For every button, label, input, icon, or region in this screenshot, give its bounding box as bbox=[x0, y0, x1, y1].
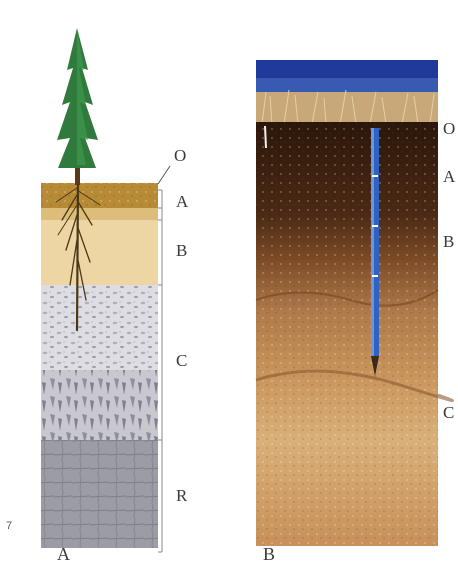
panel-a-label-b: B bbox=[176, 242, 187, 259]
panel-b-label-a: A bbox=[443, 168, 455, 185]
a-horizon-layer bbox=[41, 208, 158, 220]
panel-b-photograph bbox=[256, 60, 452, 546]
panel-a-label-a: A bbox=[176, 193, 188, 210]
horizon-scale-bar bbox=[158, 190, 162, 552]
panel-b-caption: B bbox=[263, 545, 275, 563]
c-horizon-lower-layer bbox=[41, 370, 158, 440]
panel-a-illustration bbox=[41, 28, 170, 552]
panel-b-label-o: O bbox=[443, 120, 455, 137]
photo-grass bbox=[256, 92, 438, 124]
panel-a-label-r: R bbox=[176, 487, 187, 504]
page-number: 7 bbox=[6, 520, 12, 532]
panel-a-caption: A bbox=[57, 545, 70, 563]
c-horizon-layer bbox=[41, 285, 158, 370]
panel-a-label-c: C bbox=[176, 352, 187, 369]
r-horizon-layer bbox=[41, 440, 158, 548]
b-horizon-layer bbox=[41, 220, 158, 285]
measuring-probe-icon bbox=[371, 128, 379, 376]
o-horizon-pointer bbox=[158, 166, 170, 184]
panel-b-label-c: C bbox=[443, 404, 454, 421]
conifer-tree-icon bbox=[57, 28, 98, 185]
panel-b-label-b: B bbox=[443, 233, 454, 250]
panel-a-label-o: O bbox=[174, 147, 186, 164]
